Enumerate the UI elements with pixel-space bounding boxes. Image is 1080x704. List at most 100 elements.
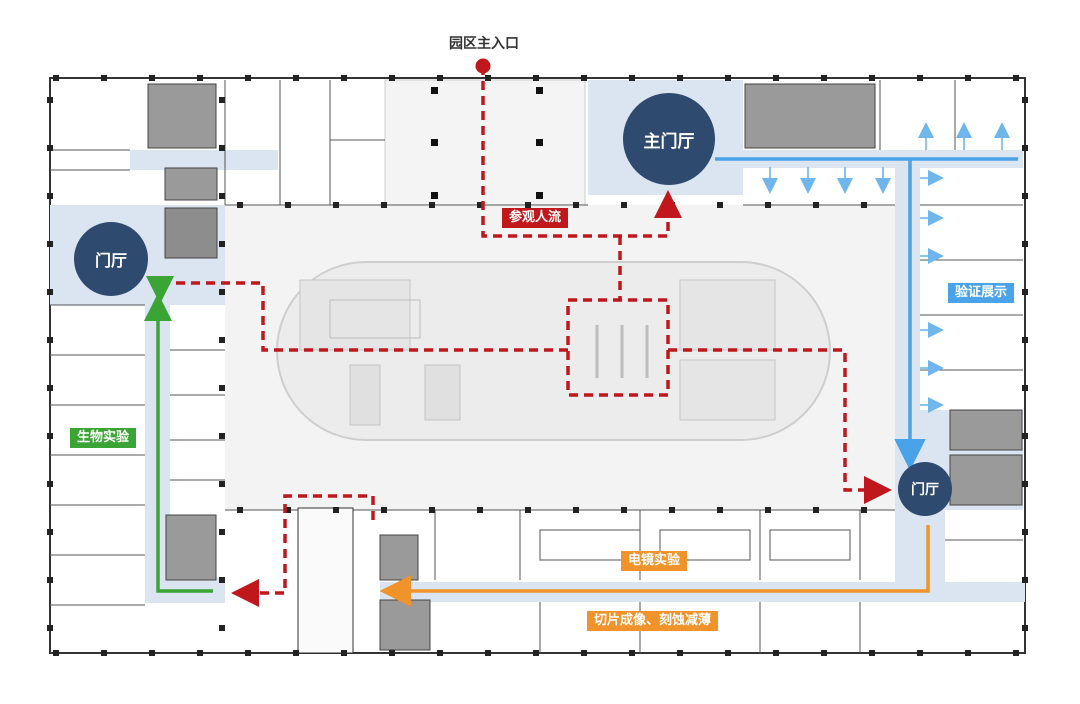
column [869,75,875,81]
column [53,75,59,81]
column [219,529,225,535]
column [101,75,107,81]
column [621,507,627,513]
service-core [147,83,217,149]
column [101,650,107,656]
column [219,289,225,295]
west-hall: 门厅 [74,222,148,296]
column [1022,337,1028,343]
column [1022,433,1028,439]
column [677,650,683,656]
column [821,75,827,81]
column [219,625,225,631]
column [621,202,627,208]
column [485,75,491,81]
em-route-label: 电镜实验 [621,551,688,571]
corridor [130,150,278,170]
column [47,241,53,247]
east-hall-label: 门厅 [911,482,939,498]
column [47,385,53,391]
sectioning-route-label: 切片成像、刻蚀减薄 [587,611,719,631]
column [285,202,291,208]
verification-route [715,157,1018,471]
entry-atrium [384,79,586,206]
visitor-route-label: 参观人流 [502,208,569,228]
column [821,650,827,656]
service-core [164,167,218,201]
column [197,650,203,656]
column [237,202,243,208]
column [965,650,971,656]
verification-route-label: 验证展示 [948,283,1015,303]
column [965,75,971,81]
service-core [949,409,1023,451]
column [293,650,299,656]
service-core [949,454,1023,506]
visitor-route-east [668,348,892,504]
column [1022,625,1028,631]
column [245,650,251,656]
column [725,650,731,656]
service-core [164,207,218,259]
column [47,97,53,103]
column [149,650,155,656]
column [197,75,203,81]
column [219,241,225,247]
column [669,202,675,208]
column [245,75,251,81]
column [381,202,387,208]
column [237,507,243,513]
column [53,650,59,656]
column [669,507,675,513]
column [861,202,867,208]
em-route [379,525,930,607]
column [533,75,539,81]
column [341,75,347,81]
column [219,97,225,103]
column [581,75,587,81]
visitor-route-entry [481,66,682,238]
column [813,507,819,513]
service-core [379,534,419,581]
column [219,433,225,439]
column [219,481,225,487]
column [47,289,53,295]
column [381,507,387,513]
column [219,193,225,199]
column [917,650,923,656]
column [773,75,779,81]
structural-columns [47,75,1028,656]
visitor-route-west [160,236,670,397]
column [773,650,779,656]
atrium-columns [431,87,543,199]
east-hall: 门厅 [898,462,952,516]
column [437,75,443,81]
column [677,75,683,81]
column [1022,481,1028,487]
west-hall-label: 门厅 [94,251,127,270]
park-main-entrance-label: 园区主入口 [449,36,519,52]
column [219,337,225,343]
column [429,202,435,208]
column [219,385,225,391]
column [333,202,339,208]
column [293,75,299,81]
column [1022,145,1028,151]
column [1013,75,1019,81]
column [717,507,723,513]
column [285,507,291,513]
column [477,202,483,208]
column [149,75,155,81]
column [437,650,443,656]
column [717,202,723,208]
service-core [165,514,217,581]
column [47,193,53,199]
column [47,577,53,583]
column [1022,529,1028,535]
column [477,507,483,513]
column [1022,577,1028,583]
column [47,145,53,151]
column [765,202,771,208]
